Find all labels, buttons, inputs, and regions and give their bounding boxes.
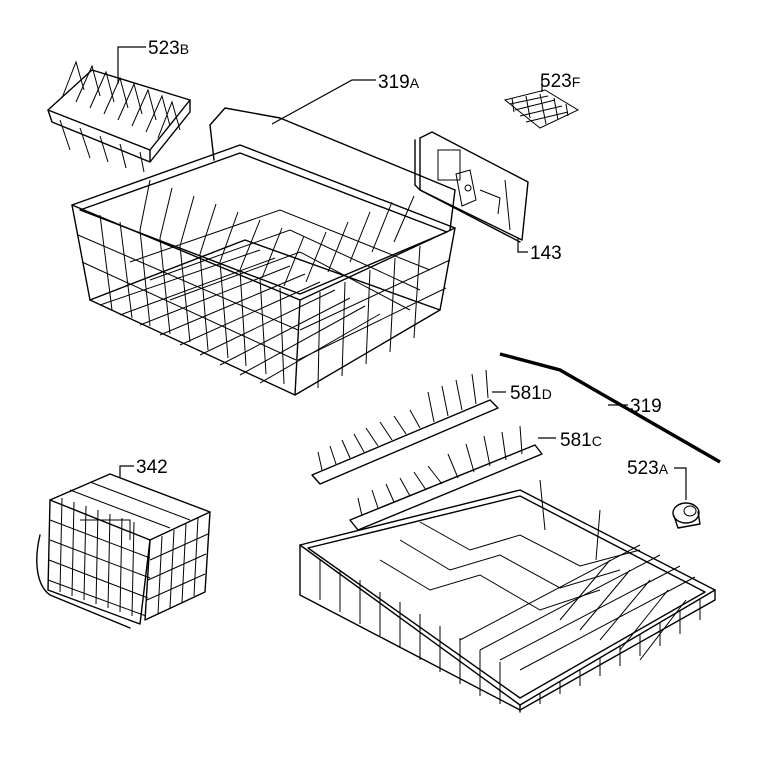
label-523b-suffix: B [180,41,189,57]
label-581c-number: 581 [560,430,592,451]
label-319: 319 [608,396,662,417]
label-581d-suffix: D [542,386,552,402]
label-319a: 319A [271,72,420,125]
label-523b: 523B [117,38,189,84]
svg-text:523A: 523A [627,458,669,479]
part-581c-tine-rack [349,425,543,531]
part-581d-tine-rack [311,369,499,485]
svg-text:581C: 581C [560,430,602,451]
label-581d: 581D [492,383,552,404]
svg-text:319A: 319A [378,72,420,93]
label-581c-suffix: C [592,433,602,449]
part-143-rail-adjuster [414,131,529,243]
label-319-number: 319 [630,396,662,417]
svg-text:523B: 523B [148,38,189,59]
label-581c: 581C [538,430,602,451]
label-523a: 523A [627,458,687,500]
label-523f-suffix: F [572,74,581,90]
label-342-number: 342 [136,457,168,478]
label-143: 143 [517,238,562,264]
label-523f: 523F [540,71,580,92]
part-342-cutlery-basket [36,473,211,629]
lower-basket [299,479,716,713]
label-523a-number: 523 [627,458,659,479]
svg-text:581D: 581D [510,383,552,404]
label-523f-number: 523 [540,71,572,92]
label-523b-number: 523 [148,38,180,59]
upper-basket [71,107,456,396]
part-523b-tine-insert [47,60,191,173]
part-523a-wheel [672,502,701,529]
label-342: 342 [119,457,168,478]
label-523a-suffix: A [659,461,669,477]
label-143-number: 143 [530,243,562,264]
label-319a-number: 319 [378,72,410,93]
svg-text:523F: 523F [540,71,580,92]
part-523f-clips [503,89,580,129]
label-581d-number: 581 [510,383,542,404]
label-319a-suffix: A [410,75,420,91]
part-319-rail [499,352,721,464]
